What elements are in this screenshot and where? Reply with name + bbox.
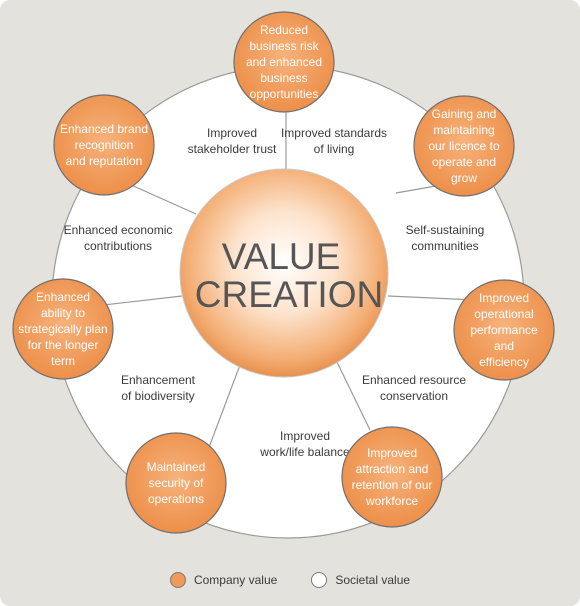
company-value-line: and enhanced bbox=[246, 55, 322, 69]
company-value-swatch bbox=[169, 572, 186, 588]
node-security-of-operations: Maintained security of operations bbox=[125, 432, 227, 534]
societal-label-line: Improved standards bbox=[281, 126, 387, 140]
company-value-text: Reduced business risk and enhanced business… bbox=[246, 23, 322, 101]
societal-label-line: Improved bbox=[280, 429, 330, 443]
company-value-line: retention of our bbox=[352, 478, 433, 492]
company-value-line: Improved bbox=[367, 446, 417, 460]
company-value-line: strategically plan bbox=[18, 322, 107, 336]
node-operational-performance: Improved operational performance and efficie… bbox=[453, 279, 555, 381]
company-value-line: ability to bbox=[41, 306, 85, 320]
company-value-text: Gaining and maintaining our licence to oper… bbox=[428, 107, 500, 185]
company-value-line: our licence to bbox=[428, 139, 500, 153]
company-value-text: Enhanced ability to strategically plan for … bbox=[18, 290, 107, 368]
label-stakeholder-trust: Improved stakeholder trust bbox=[188, 126, 277, 156]
company-value-text: Improved attraction and retention of our wo… bbox=[352, 446, 433, 508]
company-value-line: recognition bbox=[75, 138, 134, 152]
societal-label-line: Enhancement bbox=[121, 373, 196, 387]
company-value-line: security of bbox=[149, 476, 204, 490]
societal-label-line: Enhanced economic bbox=[64, 223, 173, 237]
company-value-line: and bbox=[494, 339, 514, 353]
company-value-circle bbox=[413, 95, 515, 197]
spoke-line bbox=[335, 359, 371, 431]
node-strategic-planning: Enhanced ability to strategically plan for … bbox=[12, 278, 114, 380]
company-value-circle bbox=[233, 11, 335, 113]
company-value-line: performance bbox=[470, 323, 538, 337]
label-self-sustaining-communities: Self-sustaining communities bbox=[406, 223, 485, 253]
company-value-line: operational bbox=[474, 307, 533, 321]
societal-label-line: contributions bbox=[84, 239, 152, 253]
company-value-text: Improved operational performance and efficie… bbox=[470, 291, 538, 369]
legend: Company value Societal value bbox=[0, 566, 580, 594]
company-value-line: maintaining bbox=[433, 123, 494, 137]
company-value-line: opportunities bbox=[250, 87, 319, 101]
legend-societal-label: Societal value bbox=[335, 573, 411, 587]
societal-label-line: work/life balance bbox=[259, 445, 350, 459]
societal-label-line: stakeholder trust bbox=[188, 142, 277, 156]
societal-value-labels: Improved standards of livingSelf-sustaini… bbox=[64, 126, 485, 459]
societal-label-line: of living bbox=[314, 142, 355, 156]
company-value-circle bbox=[453, 279, 555, 381]
company-value-line: Enhanced bbox=[36, 290, 90, 304]
societal-label-line: conservation bbox=[380, 389, 448, 403]
label-economic-contributions: Enhanced economic contributions bbox=[64, 223, 173, 253]
societal-label-line: Self-sustaining bbox=[406, 223, 485, 237]
company-value-line: Improved bbox=[479, 291, 529, 305]
company-value-text: Enhanced brand recognition and reputation bbox=[60, 122, 148, 168]
company-value-line: Maintained bbox=[147, 460, 206, 474]
center-circle bbox=[179, 168, 389, 378]
societal-label-line: Enhanced resource bbox=[362, 373, 466, 387]
company-value-line: business bbox=[260, 71, 307, 85]
node-licence-to-operate: Gaining and maintaining our licence to oper… bbox=[413, 95, 515, 197]
company-value-line: for the longer bbox=[28, 338, 99, 352]
company-value-nodes: Reduced business risk and enhanced business… bbox=[12, 11, 555, 534]
node-reduced-business-risk: Reduced business risk and enhanced business… bbox=[233, 11, 335, 113]
company-value-circle bbox=[12, 278, 114, 380]
company-value-line: Enhanced brand bbox=[60, 122, 148, 136]
company-value-line: efficiency bbox=[479, 355, 529, 369]
company-value-circle bbox=[341, 426, 443, 528]
societal-label-line: Improved bbox=[207, 126, 257, 140]
node-brand-reputation: Enhanced brand recognition and reputation bbox=[53, 94, 155, 196]
company-value-line: Gaining and bbox=[432, 107, 497, 121]
label-resource-conservation: Enhanced resource conservation bbox=[362, 373, 466, 403]
company-value-line: operate and bbox=[432, 155, 496, 169]
societal-value-swatch bbox=[311, 572, 328, 588]
societal-label-line: of biodiversity bbox=[121, 389, 194, 403]
company-value-line: grow bbox=[451, 171, 477, 185]
company-value-circle bbox=[125, 432, 227, 534]
company-value-line: term bbox=[51, 354, 75, 368]
legend-item-societal: Societal value bbox=[311, 572, 410, 588]
center-title-line2: CREATION bbox=[195, 274, 383, 315]
company-value-circle bbox=[53, 94, 155, 196]
label-work-life-balance: Improved work/life balance bbox=[259, 429, 350, 459]
company-value-line: business risk bbox=[249, 39, 319, 53]
company-value-line: attraction and bbox=[356, 462, 429, 476]
legend-item-company: Company value bbox=[169, 572, 278, 588]
spoke-line bbox=[207, 364, 241, 451]
legend-company-label: Company value bbox=[193, 573, 278, 587]
company-value-line: operations bbox=[148, 492, 204, 506]
label-biodiversity: Enhancement of biodiversity bbox=[121, 373, 196, 403]
label-standards-of-living: Improved standards of living bbox=[281, 126, 387, 156]
center-title-line1: VALUE bbox=[222, 236, 341, 277]
societal-label-line: communities bbox=[411, 239, 478, 253]
company-value-line: and reputation bbox=[66, 154, 143, 168]
node-workforce-retention: Improved attraction and retention of our wo… bbox=[341, 426, 443, 528]
company-value-text: Maintained security of operations bbox=[147, 460, 206, 506]
company-value-line: Reduced bbox=[260, 23, 308, 37]
company-value-line: workforce bbox=[365, 494, 418, 508]
